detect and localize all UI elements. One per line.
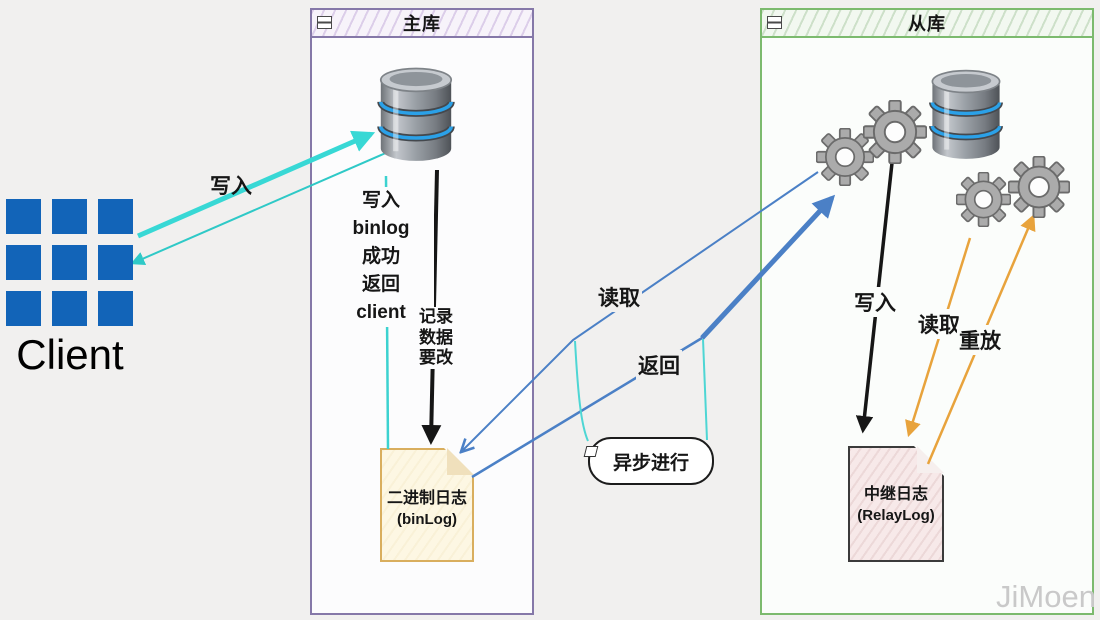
async-connector-right (702, 338, 708, 441)
slave-box-header: 从库 (762, 10, 1092, 38)
client-write-arrow (136, 130, 376, 239)
binlog-doc-title: 二进制日志 (386, 490, 467, 507)
master-title: 主库 (403, 14, 441, 34)
watermark: JiMoen (996, 579, 1096, 614)
slave-database-icon (924, 68, 1008, 164)
relaylog-doc-title: 中继日志 (863, 486, 928, 503)
client-grid-cell (52, 291, 87, 326)
record-changes-arrow (421, 169, 442, 445)
binlog-doc-subtitle: (binLog) (397, 511, 457, 528)
slave-read-label: 读取 (916, 309, 962, 339)
gear-icon (1008, 156, 1070, 218)
return-to-client-arrow (130, 151, 389, 265)
return-label: 返回 (636, 350, 682, 380)
record-changes-note: 记录 数据 要改 (417, 307, 455, 369)
master-database-icon (372, 66, 460, 166)
client-grid-cell (52, 245, 87, 280)
async-badge: 异步进行 (583, 437, 714, 485)
return-to-slave-arrow (700, 194, 836, 340)
read-binlog-arrow (462, 171, 819, 451)
relaylog-document: 中继日志 (RelayLog) (848, 446, 944, 562)
master-box-header: 主库 (312, 10, 532, 38)
client-grid-cell (98, 199, 133, 234)
collapse-icon[interactable] (317, 16, 332, 29)
binlog-document: 二进制日志 (binLog) (380, 448, 474, 562)
client-label: Client (16, 331, 124, 378)
client-grid-cell (6, 291, 41, 326)
fold-mark-icon (583, 446, 599, 457)
async-label: 异步进行 (612, 452, 689, 474)
gear-icon (863, 100, 927, 164)
slave-replay-label: 重放 (957, 325, 1003, 355)
client-grid-cell (52, 199, 87, 234)
slave-write-label: 写入 (852, 287, 898, 317)
client-grid-cell (6, 245, 41, 280)
client-grid-cell (98, 291, 133, 326)
read-label: 读取 (596, 282, 642, 312)
gear-icon (956, 172, 1011, 227)
async-connector-left (574, 340, 589, 442)
client-write-label: 写入 (210, 175, 252, 198)
client-grid-cell (98, 245, 133, 280)
slave-title: 从库 (908, 14, 946, 34)
binlog-success-note: 写入 binlog 成功 返回 client (328, 187, 434, 327)
client-grid-icon (6, 199, 133, 326)
relaylog-doc-subtitle: (RelayLog) (857, 507, 935, 524)
client-grid-cell (6, 199, 41, 234)
collapse-icon[interactable] (767, 16, 782, 29)
